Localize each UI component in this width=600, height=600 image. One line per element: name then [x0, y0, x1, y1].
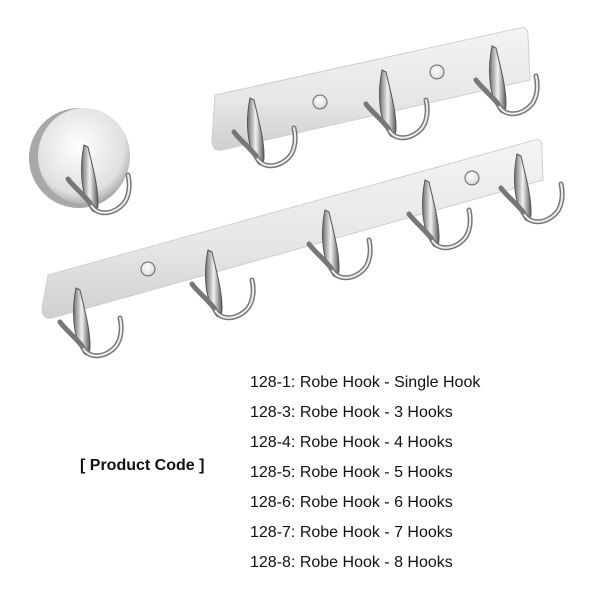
product-code-label: [ Product Code ]	[80, 457, 205, 474]
product-code-item: 128-6: Robe Hook - 6 Hooks	[250, 494, 453, 511]
product-image	[29, 27, 600, 360]
three-hook-rail	[211, 27, 537, 166]
product-code-item: 128-7: Robe Hook - 7 Hooks	[250, 524, 453, 541]
product-code-item: 128-4: Robe Hook - 4 Hooks	[250, 434, 453, 451]
product-code-item: 128-5: Robe Hook - 5 Hooks	[250, 464, 453, 481]
product-code-item: 128-3: Robe Hook - 3 Hooks	[250, 404, 453, 421]
product-code-item: 128-1: Robe Hook - Single Hook	[250, 374, 481, 391]
single-hook	[29, 108, 130, 213]
five-hook-rail	[41, 139, 562, 356]
product-code-list: 128-1: Robe Hook - Single Hook 128-3: Ro…	[250, 368, 480, 578]
product-code-item: 128-8: Robe Hook - 8 Hooks	[250, 554, 453, 571]
